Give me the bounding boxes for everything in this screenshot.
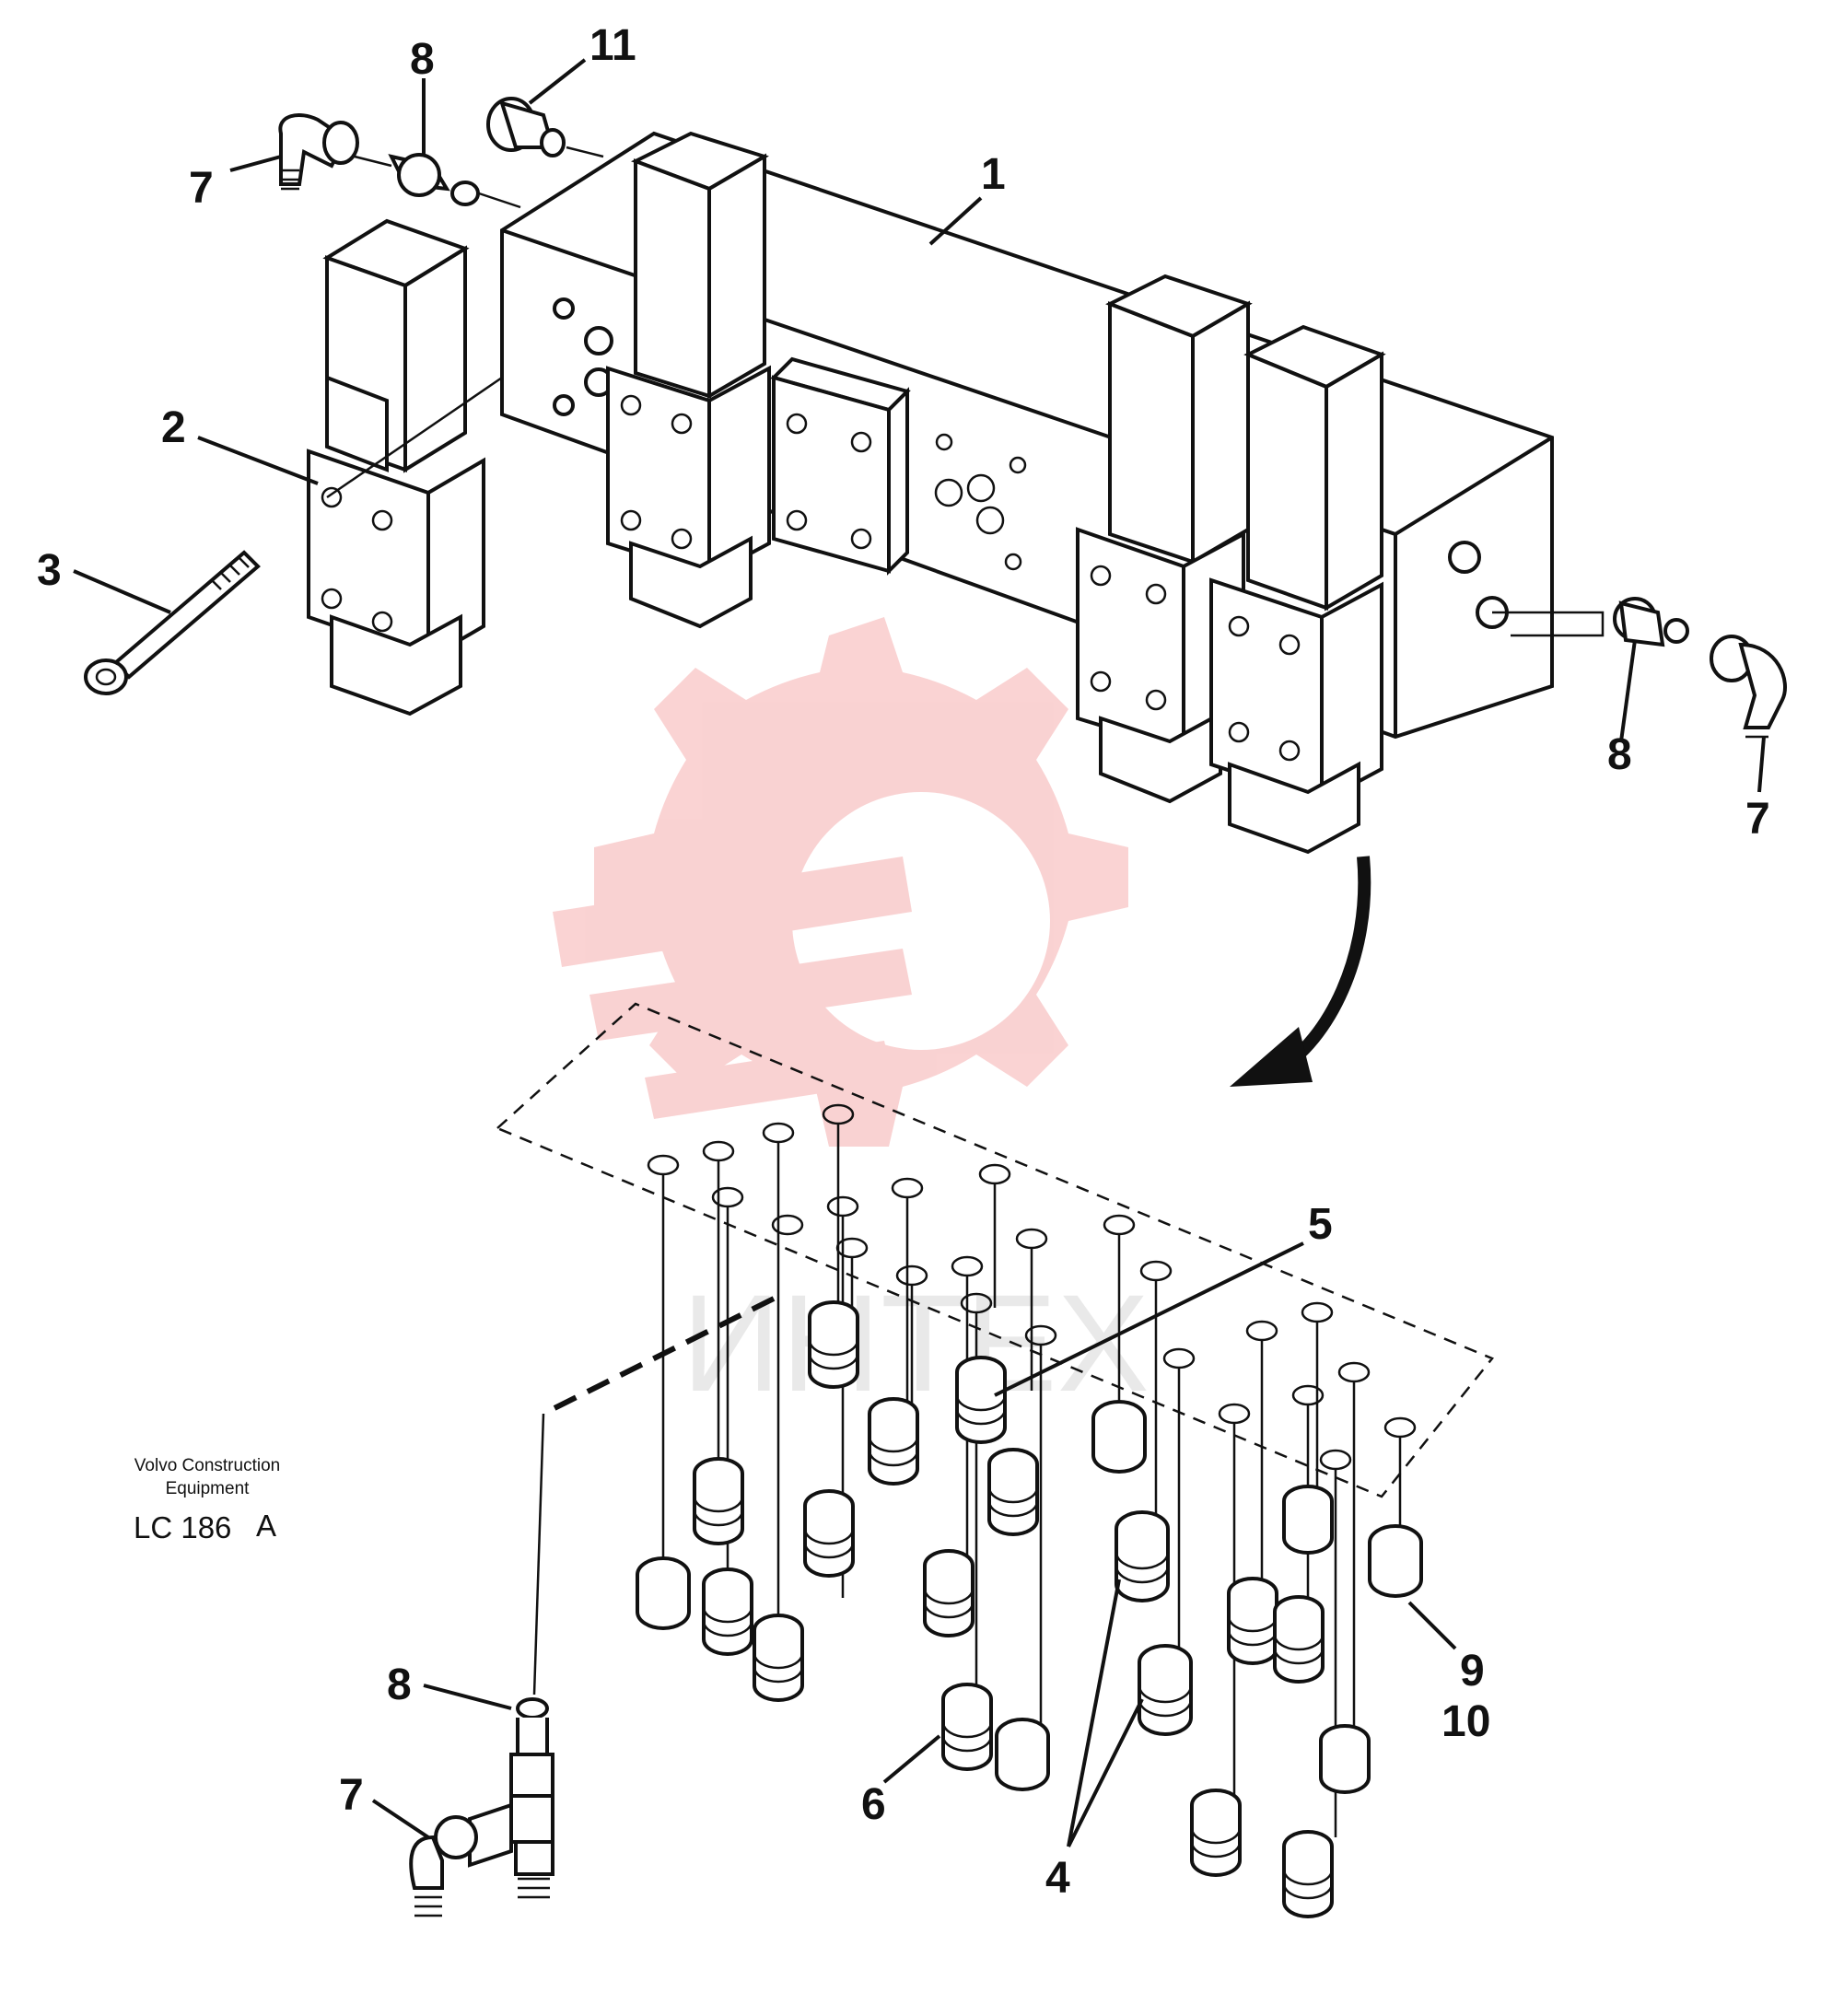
label-part-10: 10 [1441,1697,1490,1746]
caption-ref-rev: A [256,1509,276,1543]
check-valve [868,1397,919,1486]
elbow-fitting-right [1710,635,1787,739]
check-valves [636,1300,1423,1918]
label-part-1: 1 [981,150,1006,199]
label-part-3: 3 [37,546,62,595]
check-valve [955,1356,1007,1444]
check-valve [995,1718,1050,1791]
check-valve [1091,1400,1147,1474]
label-part-8-right: 8 [1607,730,1632,779]
check-valve [808,1300,859,1389]
bolt [84,550,261,695]
caption-company-line1: Volvo Construction [134,1456,280,1475]
check-valve [1227,1577,1278,1665]
label-part-7-top: 7 [189,164,214,213]
caption-company-line2: Equipment [166,1479,251,1498]
label-part-8-top: 8 [410,35,435,84]
plug-fitting-top [486,97,604,158]
label-part-6: 6 [861,1780,886,1829]
label-part-8-bottom: 8 [387,1661,412,1709]
check-valve [923,1549,975,1637]
label-part-4: 4 [1045,1854,1070,1903]
check-valve [1282,1830,1334,1918]
check-valve [1115,1510,1170,1602]
union-fitting-top [354,153,521,209]
check-valve [1368,1524,1423,1598]
watermark-gear-logo [553,617,1128,1147]
solenoid-valve-left [307,218,503,717]
rotation-arrow [1230,856,1371,1087]
label-part-11: 11 [589,21,636,70]
label-part-2: 2 [161,403,186,452]
cover-plate [770,356,911,576]
check-valve [1190,1789,1242,1877]
dashed-mounting-plane [495,1002,1495,1498]
check-valve [1282,1485,1334,1555]
check-valve [987,1448,1039,1536]
union-fitting-right [1492,597,1689,647]
check-valve [1138,1644,1193,1736]
check-valve [636,1556,691,1630]
label-part-5: 5 [1308,1200,1333,1249]
leader-lines [73,58,1766,1847]
caption-ref-code: LC 186 [134,1510,231,1544]
bottom-left-fittings [409,1296,776,1917]
solenoid-valve-right-2 [1209,324,1386,855]
check-valve [803,1489,855,1578]
check-valve [1273,1595,1325,1684]
part-labels: 1 2 3 7 8 11 8 7 5 9 10 6 4 8 7 [37,21,1770,1903]
check-valve [941,1683,993,1771]
label-part-7-right: 7 [1745,795,1770,844]
elbow-fitting-top [278,113,359,191]
watermark-text: ИНТЕХ [682,1265,1150,1420]
label-part-9: 9 [1460,1647,1485,1696]
check-valve [753,1614,804,1702]
check-valve [693,1457,744,1545]
label-part-7-bottom: 7 [339,1771,364,1820]
check-valve [702,1567,753,1656]
caption-block: Volvo Construction Equipment LC 186 A [134,1456,280,1544]
solenoid-valve-right-1 [1076,274,1253,804]
solenoid-valve-center [606,131,771,629]
check-valve [1319,1724,1371,1794]
